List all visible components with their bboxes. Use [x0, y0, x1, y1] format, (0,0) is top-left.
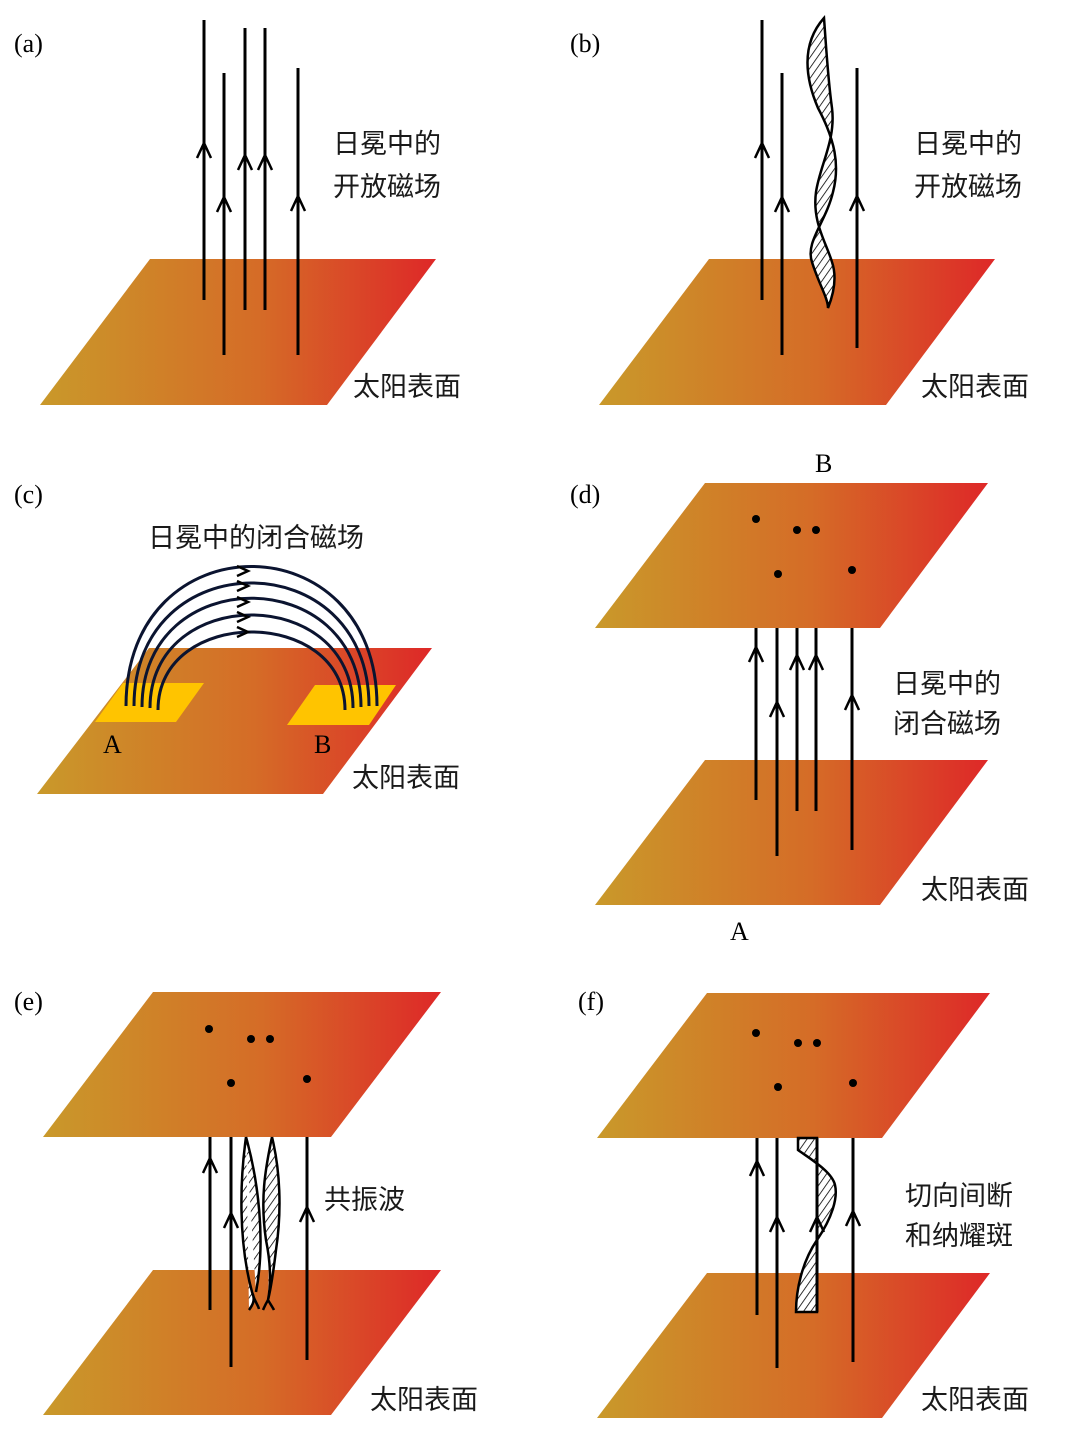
arrow-right-icon: [236, 595, 252, 609]
solar-surface-plane-bottom: [595, 760, 988, 905]
panel-f: (f) 切向间断 和纳耀斑 太阳表面: [578, 987, 1029, 1418]
arrow-up-icon: [807, 652, 825, 671]
solar-surface-label: 太阳表面: [353, 372, 461, 403]
arrow-right-icon: [236, 625, 252, 639]
footpoint-dot: [227, 1079, 235, 1087]
footpoint-dot: [849, 1079, 857, 1087]
arrow-up-icon: [808, 1214, 826, 1233]
footpoint-dot: [813, 1039, 821, 1047]
closed-field-label-line1: 日冕中的: [893, 669, 1001, 700]
solar-surface-plane-top: [597, 993, 990, 1138]
arrow-up-icon: [753, 140, 771, 159]
footpoint-dot: [752, 515, 760, 523]
panel-e-tag: (e): [14, 987, 43, 1016]
arrow-up-icon: [215, 194, 233, 213]
panel-b-tag: (b): [570, 29, 600, 58]
footpoint-dot: [205, 1025, 213, 1033]
arrow-up-icon: [256, 152, 274, 171]
open-field-label-line1: 日冕中的: [914, 129, 1022, 160]
panel-a-tag: (a): [14, 29, 43, 58]
panel-d-tag: (d): [570, 480, 600, 509]
solar-surface-plane-bottom: [597, 1273, 990, 1418]
panel-e: (e) 共振波 太阳表面: [14, 987, 478, 1416]
panel-a: (a) 日冕中的 开放磁场 太阳表面: [14, 20, 461, 405]
closed-field-label-line2: 闭合磁场: [893, 709, 1001, 740]
solar-surface-plane-top: [595, 483, 988, 628]
closed-loop-3: [140, 596, 363, 708]
arrow-up-icon: [747, 644, 765, 663]
solar-surface-label: 太阳表面: [921, 1385, 1029, 1416]
solar-surface-label: 太阳表面: [370, 1385, 478, 1416]
solar-surface-plane-bottom: [43, 1270, 441, 1415]
resonant-wave-hatched-1: [240, 1136, 262, 1311]
arrow-up-icon: [289, 193, 307, 212]
arrow-up-icon: [195, 140, 213, 159]
footpoint-a-label: A: [730, 917, 749, 946]
arrow-up-icon: [222, 1210, 240, 1229]
footpoint-b-label: B: [314, 730, 331, 759]
arrow-right-icon: [236, 564, 252, 578]
open-field-label-line2: 开放磁场: [333, 172, 441, 203]
closed-loop-2: [132, 581, 371, 707]
arrow-right-icon: [236, 610, 252, 624]
solar-surface-label: 太阳表面: [352, 763, 460, 794]
panel-d: (d) B 日冕中的 闭合磁场 太阳表面 A: [570, 449, 1029, 946]
resonant-wave-label: 共振波: [324, 1185, 405, 1216]
footpoint-b-label: B: [815, 449, 832, 478]
panel-f-tag: (f): [578, 987, 604, 1016]
arrow-up-icon: [768, 1214, 786, 1233]
panel-b: (b) 日冕中的 开放磁场 太阳表面: [570, 14, 1029, 405]
panel-c: (c) 日冕中的闭合磁场 A B 太阳表面: [14, 480, 460, 794]
solar-surface-plane-top: [43, 992, 441, 1137]
footpoint-a-label: A: [103, 730, 122, 759]
footpoint-dot: [247, 1035, 255, 1043]
footpoint-dot: [774, 1083, 782, 1091]
panel-c-tag: (c): [14, 480, 43, 509]
solar-surface-label: 太阳表面: [921, 875, 1029, 906]
solar-surface-plane: [40, 259, 436, 405]
solar-surface-label: 太阳表面: [921, 372, 1029, 403]
arrow-right-icon: [236, 579, 252, 593]
closed-loop-5: [156, 630, 347, 711]
open-field-label-line1: 日冕中的: [333, 129, 441, 160]
discontinuity-label-line2: 和纳耀斑: [905, 1221, 1013, 1252]
footpoint-dot: [266, 1035, 274, 1043]
closed-loop-1: [124, 565, 379, 707]
arrow-up-icon: [768, 699, 786, 718]
discontinuity-label-line1: 切向间断: [905, 1181, 1013, 1212]
alfven-wave-hatched: [806, 14, 838, 309]
solar-surface-plane: [599, 259, 995, 405]
resonant-wave-hatched-2: [261, 1136, 281, 1311]
arrow-up-icon: [236, 152, 254, 171]
arrow-up-icon: [773, 194, 791, 213]
arrow-up-icon: [788, 652, 806, 671]
footpoint-dot: [774, 570, 782, 578]
footpoint-dot: [752, 1029, 760, 1037]
arrow-up-icon: [748, 1158, 766, 1177]
arrow-up-icon: [844, 1208, 862, 1227]
footpoint-dot: [794, 1039, 802, 1047]
tangential-discontinuity-hatched: [794, 1136, 837, 1314]
arrow-up-icon: [843, 692, 861, 711]
arrow-up-icon: [298, 1204, 316, 1223]
footpoint-dot: [812, 526, 820, 534]
arrow-up-icon: [201, 1155, 219, 1174]
arrow-up-icon: [848, 193, 866, 212]
footpoint-dot: [303, 1075, 311, 1083]
open-field-label-line2: 开放磁场: [914, 172, 1022, 203]
footpoint-dot: [793, 526, 801, 534]
closed-field-label: 日冕中的闭合磁场: [148, 523, 364, 554]
closed-loop-4: [148, 613, 355, 709]
footpoint-dot: [848, 566, 856, 574]
